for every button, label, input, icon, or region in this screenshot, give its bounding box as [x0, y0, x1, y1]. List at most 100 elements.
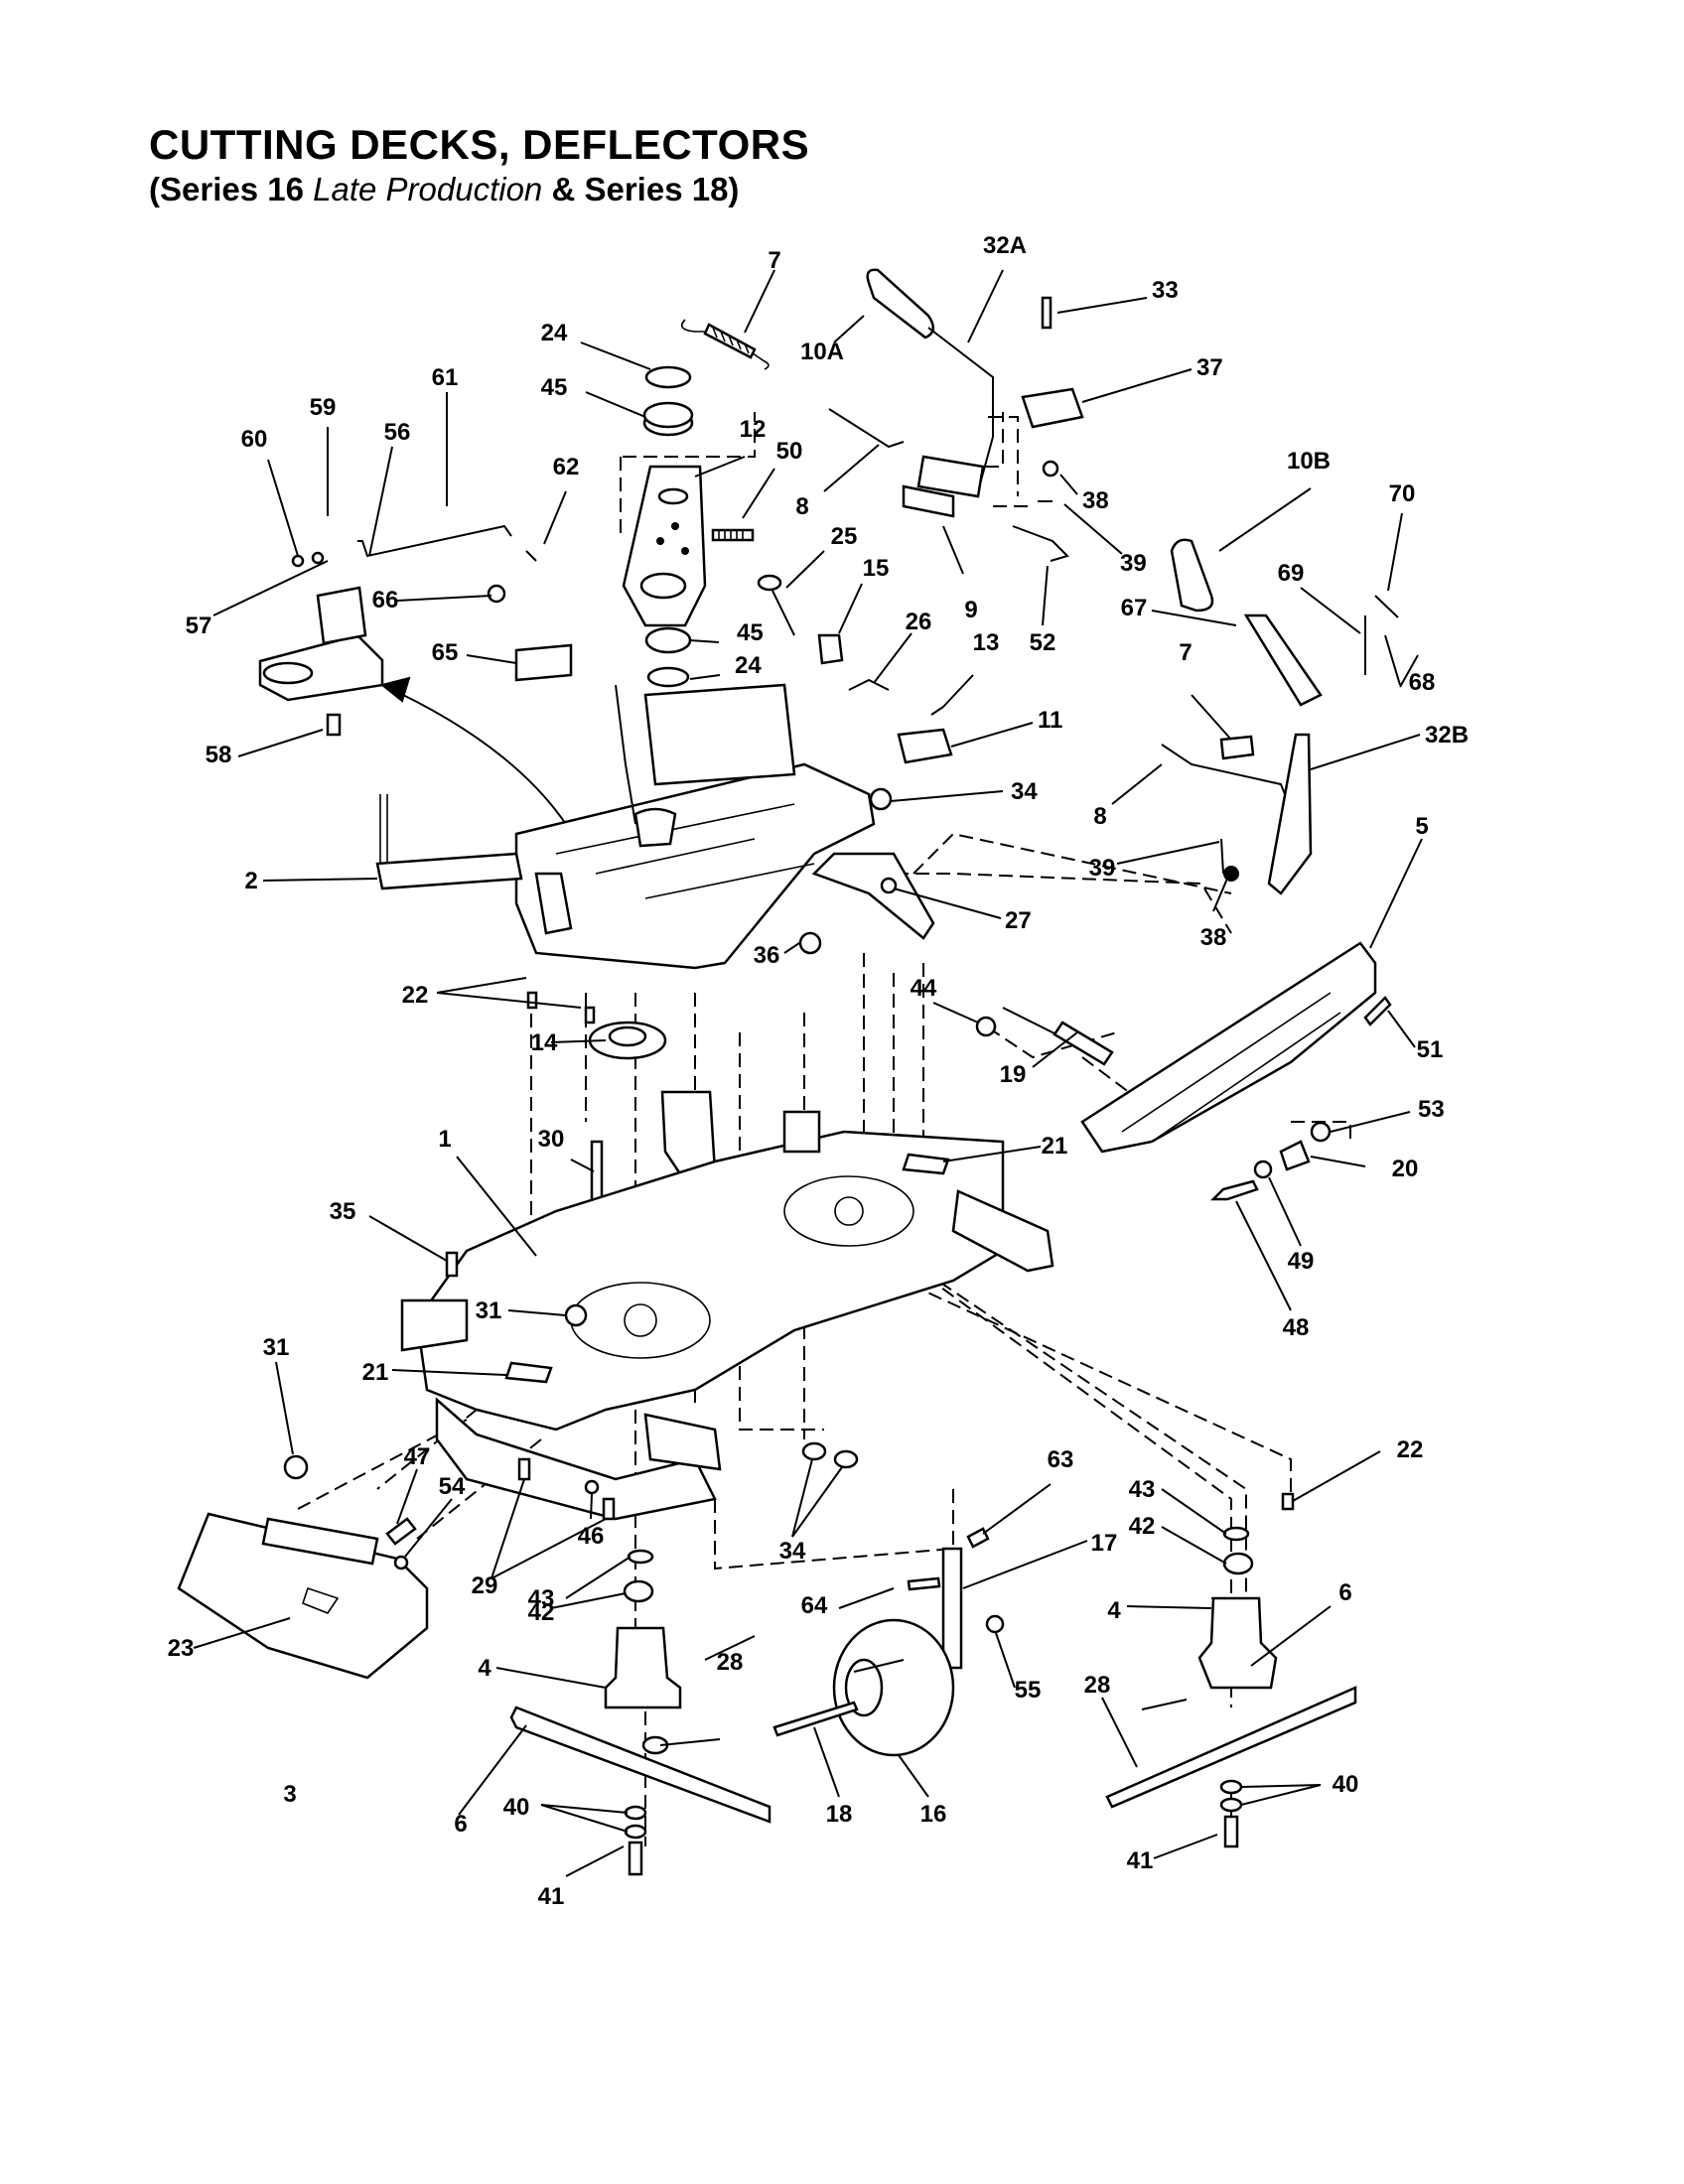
bolt-41-left	[628, 1841, 643, 1876]
callout-65: 65	[432, 639, 459, 666]
spring-13	[930, 706, 944, 716]
lift-cam	[643, 683, 796, 786]
bracket-17	[941, 1547, 963, 1670]
callout-16: 16	[920, 1801, 947, 1828]
nut-34-a	[801, 1441, 827, 1461]
callout-23: 23	[168, 1635, 195, 1662]
spindle-4-right	[1197, 1596, 1278, 1690]
pin-15	[817, 633, 844, 665]
lift-link-2	[375, 852, 523, 890]
washer-54	[393, 1555, 409, 1570]
callout-46: 46	[578, 1523, 605, 1550]
bolt-22-a	[526, 991, 538, 1010]
subtitle-production: Late Production	[313, 171, 543, 207]
spring-20	[1279, 1140, 1311, 1171]
washer-49	[1253, 1160, 1273, 1179]
bolt-22-b	[584, 1006, 596, 1024]
callout-67: 67	[1121, 595, 1148, 621]
lever-32b	[1267, 733, 1313, 895]
pin-60	[291, 554, 305, 568]
callout-15: 15	[863, 555, 890, 582]
callout-44: 44	[911, 975, 937, 1002]
bearing-42-left	[623, 1579, 654, 1603]
callout-33: 33	[1152, 277, 1179, 304]
callout-18: 18	[826, 1801, 853, 1828]
callout-4: 4	[1107, 1597, 1121, 1624]
spring-7-upper	[680, 319, 770, 370]
bracket-37	[1021, 387, 1084, 429]
link-5	[1080, 941, 1377, 1154]
callout-20: 20	[1392, 1156, 1419, 1182]
handle-10a	[866, 268, 934, 340]
callout-42: 42	[1129, 1513, 1156, 1540]
handle-10b	[1170, 538, 1214, 613]
callout-5: 5	[1415, 813, 1428, 840]
pins-69-70-68	[1364, 595, 1401, 686]
bearing-45-lower	[644, 626, 692, 654]
washer-43-right	[1222, 1526, 1250, 1542]
nut-46	[584, 1479, 600, 1495]
bracket-9	[902, 484, 955, 518]
callout-34: 34	[1011, 778, 1038, 805]
screw-35	[445, 1251, 459, 1278]
callout-21b: 21	[362, 1359, 389, 1386]
callout-40b: 40	[1333, 1771, 1359, 1798]
callout-53: 53	[1418, 1096, 1445, 1123]
callout-45: 45	[541, 374, 568, 401]
nut-44	[975, 1016, 997, 1037]
callout-25: 25	[831, 523, 858, 550]
washer-40-left-a	[624, 1805, 647, 1821]
callout-34b: 34	[779, 1538, 806, 1565]
link-arm	[811, 852, 935, 940]
callout-64: 64	[801, 1592, 828, 1619]
washer-40-right-a	[1219, 1779, 1243, 1795]
lever-67	[1243, 614, 1323, 707]
nut-31-lower	[283, 1454, 309, 1480]
wing-nut-47	[385, 1517, 417, 1546]
bolt-48	[1209, 1179, 1259, 1201]
callout-30: 30	[538, 1126, 565, 1153]
washer-40-right-b	[1219, 1797, 1243, 1813]
callout-62: 62	[553, 454, 580, 480]
callout-50: 50	[776, 438, 803, 465]
parts-art	[177, 268, 1401, 1876]
nut-38-upper	[1042, 460, 1059, 478]
callout-43b: 43	[528, 1585, 555, 1612]
callout-7: 7	[768, 247, 780, 274]
callout-22b: 22	[1397, 1436, 1424, 1463]
callout-26: 26	[906, 609, 932, 635]
callout-49: 49	[1288, 1248, 1315, 1275]
pin-59	[311, 551, 325, 565]
page-subtitle: (Series 16 Late Production & Series 18)	[149, 171, 739, 208]
bolt-51	[1363, 996, 1392, 1026]
bolt-64	[907, 1576, 941, 1591]
callout-6b: 28	[1084, 1672, 1111, 1699]
callout-48: 48	[1283, 1314, 1310, 1341]
callout-2: 2	[244, 868, 257, 894]
callout-38b: 38	[1200, 924, 1227, 951]
callout-27: 27	[1005, 907, 1032, 934]
callout-51: 51	[1417, 1036, 1444, 1063]
callout-8: 8	[795, 493, 808, 520]
callout-labels: 7 32A 33 24 10A 37 61 45 59 56 60 12 50 …	[168, 232, 1469, 1910]
callout-19: 19	[1000, 1061, 1027, 1088]
pin-39-lower	[1220, 838, 1224, 875]
callout-60: 60	[241, 426, 268, 453]
callout-63: 63	[1048, 1446, 1074, 1473]
callout-8b: 8	[1093, 803, 1106, 830]
callout-70: 70	[1389, 480, 1416, 507]
spindle-4-left	[604, 1626, 682, 1709]
lift-frame	[514, 762, 876, 970]
callout-1: 1	[438, 1126, 451, 1153]
callout-43: 43	[1129, 1476, 1156, 1503]
callout-28: 28	[717, 1649, 744, 1676]
callout-10a: 10A	[800, 339, 844, 365]
callout-28b: 6	[1338, 1579, 1351, 1606]
callout-7b: 7	[1179, 639, 1192, 666]
callout-6: 6	[454, 1811, 467, 1838]
callout-11: 11	[1038, 707, 1062, 734]
callout-39b: 39	[1089, 855, 1116, 882]
callout-3: 3	[283, 1781, 296, 1808]
callout-40: 40	[503, 1794, 530, 1821]
